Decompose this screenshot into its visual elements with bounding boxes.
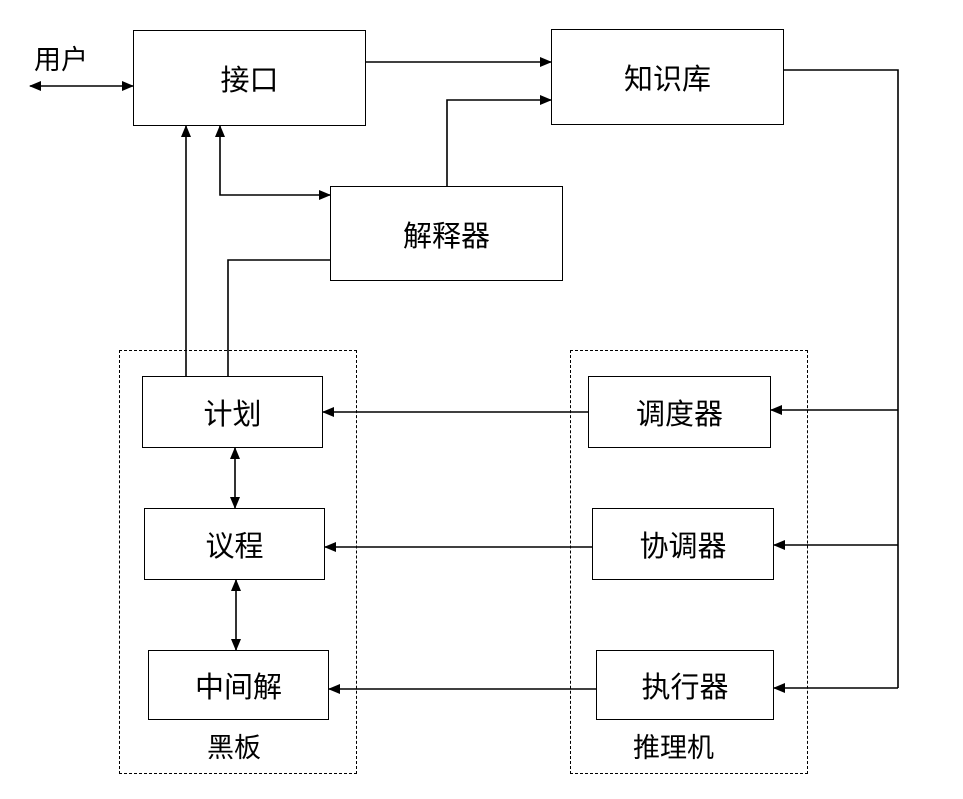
interface-box: 接口 [133,30,366,126]
kb-feed-line [784,69,899,688]
executor-box: 执行器 [596,650,774,720]
interpreter-box: 解释器 [330,186,563,281]
inference-engine-label: 推理机 [633,733,714,764]
agenda-box: 议程 [144,508,325,580]
inference-engine-region [570,350,808,774]
intermediate-solution-box: 中间解 [148,650,329,720]
blackboard-region [119,350,357,774]
interpreter-to-kb-arrow [446,95,552,186]
knowledge-base-box: 知识库 [551,29,784,125]
user-label: 用户 [34,45,88,76]
blackboard-label: 黑板 [207,733,261,764]
interface-interpreter-arrow [215,125,331,200]
interpreter-to-plan-line [227,259,330,376]
scheduler-box: 调度器 [588,376,771,448]
plan-box: 计划 [142,376,323,448]
coordinator-box: 协调器 [592,508,774,580]
